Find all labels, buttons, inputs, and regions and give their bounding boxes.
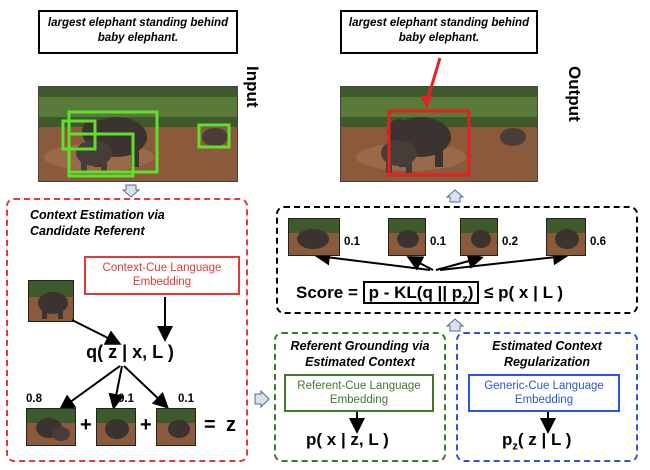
context-thumb-1: [26, 408, 76, 446]
plus-2: +: [140, 414, 152, 436]
down-arrow-icon: [122, 184, 140, 198]
context-regularization-panel: [456, 332, 638, 462]
output-photo: [340, 86, 538, 182]
pz-p: p: [502, 430, 513, 449]
pz-sub: z: [512, 440, 518, 453]
score-sub: z: [462, 293, 468, 306]
context-thumb-3: [156, 408, 196, 446]
input-photo-scene: [39, 87, 237, 181]
score-close: ): [467, 283, 474, 302]
p-x-formula: p( x | z, L ): [306, 430, 389, 449]
score-inner: p - KL(q || p: [368, 283, 463, 302]
context-estimation-title: Context Estimation via Candidate Referen…: [30, 208, 165, 238]
equals-sign: =: [204, 414, 216, 436]
input-photo: [38, 86, 238, 182]
score-suffix: ≤ p( x | L ): [484, 283, 564, 302]
context-estimation-panel: [6, 198, 248, 462]
output-pointer-arrow: [420, 57, 442, 108]
score-thumb-2: [388, 218, 426, 256]
referent-grounding-panel: [274, 332, 446, 462]
context-regularization-title: Estimated Context Regularization: [492, 339, 602, 369]
z-symbol: z: [226, 414, 236, 436]
score-prefix: Score =: [296, 283, 358, 302]
context-thumb-2: [96, 408, 136, 446]
q-formula: q( z | x, L ): [86, 342, 174, 362]
referent-grounding-title: Referent Grounding via Estimated Context: [290, 339, 430, 369]
score-3: 0.6: [590, 236, 606, 248]
score-panel: [276, 206, 638, 314]
score-formula: Score = p - KL(q || pz) ≤ p( x | L ): [296, 281, 564, 306]
pz-rest: ( z | L ): [517, 430, 572, 449]
score-thumb-3: [460, 218, 498, 256]
score-1: 0.1: [430, 236, 446, 248]
input-query-text: largest elephant standing behind baby el…: [47, 17, 229, 44]
referent-cue-embedding: Referent-Cue Language Embedding: [284, 374, 434, 412]
pz-formula: pz( z | L ): [502, 430, 571, 452]
output-query-text: largest elephant standing behind baby el…: [348, 17, 530, 44]
input-query-caption: largest elephant standing behind baby el…: [38, 10, 238, 54]
context-cue-embedding: Context-Cue Language Embedding: [84, 256, 240, 295]
weight-2: 0.1: [178, 393, 194, 405]
score-0: 0.1: [344, 236, 360, 248]
score-2: 0.2: [502, 236, 518, 248]
right-arrow-icon: [254, 390, 270, 408]
generic-cue-embedding: Generic-Cue Language Embedding: [468, 374, 620, 412]
candidate-referent-thumb: [28, 280, 74, 322]
plus-1: +: [80, 414, 92, 436]
up-arrow-icon: [446, 189, 464, 203]
weight-0: 0.8: [26, 393, 42, 405]
weight-1: 0.1: [118, 393, 134, 405]
output-photo-scene: [341, 87, 537, 181]
output-query-caption: largest elephant standing behind baby el…: [340, 10, 538, 54]
score-thumb-1: [288, 218, 340, 256]
score-divergence-box: p - KL(q || pz): [362, 281, 480, 306]
score-thumb-4: [546, 218, 586, 256]
up-arrow-small-icon: [446, 318, 464, 332]
